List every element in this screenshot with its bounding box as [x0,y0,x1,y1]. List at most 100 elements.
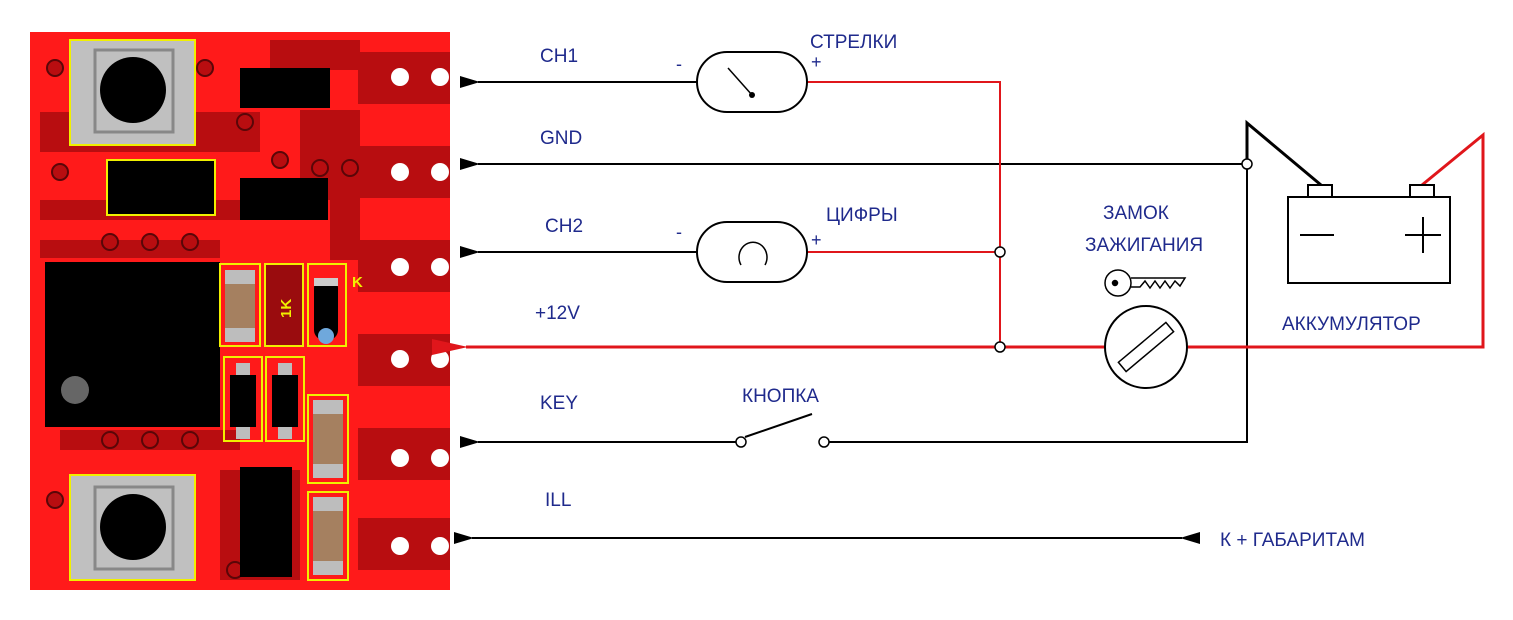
trace [40,240,220,258]
pin-label-ch1: CH1 [540,46,578,67]
smd-lead [236,427,250,439]
wire-ignition-battery [1188,131,1485,349]
resistor-mark: 1K [278,299,295,318]
black-wires [454,76,1322,544]
connector-hole [391,163,409,181]
key-blade [1131,277,1187,290]
smd-end [225,328,255,342]
via [141,233,159,251]
tact-button-inner [93,485,175,571]
via [51,163,69,181]
connector-hole [431,258,449,276]
connector-hole [431,350,449,368]
junction-dot [994,246,1006,258]
wire-battery-negative [1245,119,1322,187]
ic-bottom [240,467,292,577]
junction-dot [994,341,1006,353]
connector-hole [391,537,409,555]
diode-body [314,278,338,340]
component-labels: СТРЕЛКИ - + ЦИФРЫ - + ЗАМОК ЗАЖИГАНИЯ АК… [676,32,1421,551]
via [46,491,64,509]
smd-end [313,400,343,414]
smd-end [225,270,255,284]
via [181,233,199,251]
pcb-board: 1K K [30,32,450,590]
switch-contact [735,436,747,448]
label-button: КНОПКА [742,386,819,407]
label-digits: ЦИФРЫ [826,205,898,226]
label-lights: К + ГАБАРИТАМ [1220,530,1365,551]
ic-pin1-dot [61,376,89,404]
battery [1287,184,1451,284]
connector-hole [391,350,409,368]
digits-minus: - [676,222,682,242]
smd-end [313,497,343,511]
smd-lead [236,363,250,375]
connector-hole [391,258,409,276]
tact-button-cap [100,494,166,560]
keyhole-slot [1117,321,1175,373]
trace [270,40,360,70]
battery-terminal-negative [1307,184,1333,198]
via [141,431,159,449]
connector-hole [391,68,409,86]
tact-button-inner [93,48,175,134]
smd-body [272,375,298,427]
connector-hole [431,68,449,86]
ic-middle [106,159,216,216]
smd-outline [264,263,304,347]
via [196,59,214,77]
smd-capacitor-3 [307,491,349,581]
ic-right [240,178,328,220]
label-battery: АККУМУЛЯТОР [1282,314,1421,335]
battery-terminal-positive [1409,184,1435,198]
needle-pivot-icon [749,92,755,98]
tact-button-cap [100,57,166,123]
ic-top-right [240,68,330,108]
label-ignition-line1: ЗАМОК [1103,203,1169,224]
digits-plus: + [811,230,822,250]
push-button-switch [735,413,830,448]
smd-outline [307,394,349,484]
smd-end [313,561,343,575]
gauge-digits-body [696,221,808,283]
battery-body [1287,196,1451,284]
junction-dot [1241,158,1253,170]
smd-transistor-1 [223,356,263,442]
smd-resistor-1k: 1K [264,263,304,347]
smd-outline [307,263,347,347]
smd-outline [223,356,263,442]
connector-hole [431,163,449,181]
smd-transistor-2 [265,356,305,442]
smd-capacitor-2 [307,394,349,484]
digits-arc-icon [738,241,768,266]
via [341,159,359,177]
junctions [994,158,1253,353]
arrows-plus: + [811,52,822,72]
gauge-arrows [696,51,808,113]
diode-mark: K [352,274,363,291]
wire-key-right [829,164,1248,443]
label-arrows: СТРЕЛКИ [810,32,897,53]
smd-outline [265,356,305,442]
smd-outline [307,491,349,581]
connector-hole [431,537,449,555]
smd-end [313,464,343,478]
via [236,113,254,131]
via [311,159,329,177]
pin-labels: CH1 GND CH2 +12V KEY ILL [535,46,583,511]
via [181,431,199,449]
gauge-arrows-body [696,51,808,113]
gauge-digits [696,221,808,283]
smd-body [230,375,256,427]
via [46,59,64,77]
pin-label-ch2: CH2 [545,216,583,237]
pin-label-key: KEY [540,393,578,414]
needle-icon [727,67,753,96]
connector-hole [391,449,409,467]
pin-label-12v: +12V [535,303,580,324]
switch-contact [818,436,830,448]
vias [46,59,359,579]
via [101,233,119,251]
